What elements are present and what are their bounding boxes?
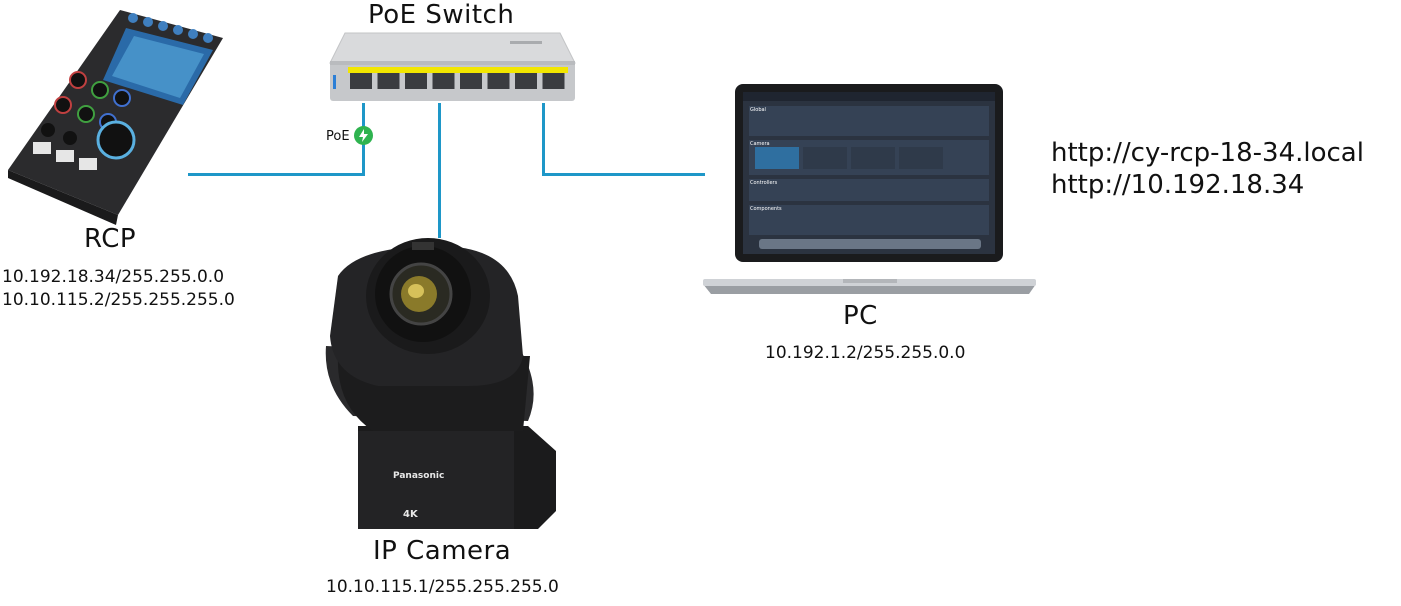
wire-camera-vertical	[438, 103, 441, 238]
rcp-title: RCP	[84, 224, 137, 254]
wire-rcp-horizontal	[188, 173, 364, 176]
switch-ports	[350, 73, 565, 89]
camera-4k-badge: 4K	[403, 509, 418, 520]
rcp-device	[8, 10, 223, 225]
url-hostname[interactable]: http://cy-rcp-18-34.local	[1051, 138, 1364, 168]
switch-port	[377, 73, 400, 89]
poe-switch-device	[329, 32, 576, 101]
switch-port	[542, 73, 565, 89]
switch-title: PoE Switch	[368, 0, 515, 30]
switch-port	[460, 73, 482, 89]
wire-pc-vertical	[542, 103, 545, 175]
laptop-device	[703, 84, 1036, 294]
pc-screen-section-global: Global	[750, 107, 766, 113]
rcp-ip-1: 10.192.18.34/255.255.0.0	[2, 267, 225, 287]
url-ip[interactable]: http://10.192.18.34	[1051, 170, 1305, 200]
ip-camera-device	[325, 238, 556, 529]
switch-port	[350, 73, 372, 89]
wire-pc-horizontal	[542, 173, 705, 176]
switch-port	[515, 73, 537, 89]
switch-port	[432, 73, 455, 89]
switch-port	[405, 73, 427, 89]
camera-ip: 10.10.115.1/255.255.255.0	[326, 577, 559, 597]
camera-brand: Panasonic	[393, 471, 445, 481]
lightning-icon	[354, 126, 373, 145]
pc-screen-section-controllers: Controllers	[750, 180, 778, 186]
rcp-ip-2: 10.10.115.2/255.255.255.0	[2, 290, 235, 310]
pc-title: PC	[843, 301, 878, 331]
pc-ip: 10.192.1.2/255.255.0.0	[765, 343, 966, 363]
switch-port	[487, 73, 510, 89]
pc-screen-section-camera: Camera	[750, 141, 770, 147]
pc-screen-section-components: Components	[750, 206, 782, 212]
camera-title: IP Camera	[373, 536, 512, 566]
poe-label: PoE	[326, 129, 350, 144]
